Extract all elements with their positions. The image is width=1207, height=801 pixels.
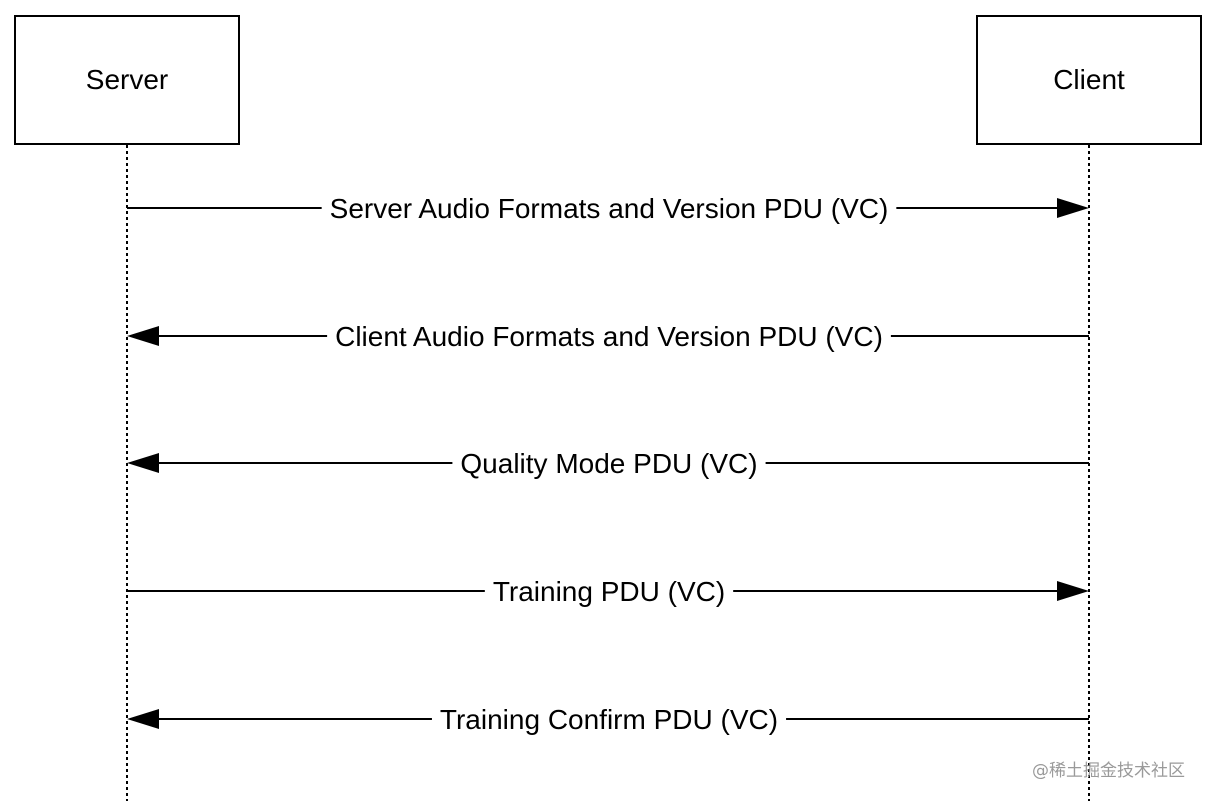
arrowhead-icon [127,453,159,473]
arrowhead-icon [1057,581,1089,601]
participant-box-server [14,15,240,145]
participant-label-server: Server [86,64,168,95]
message-label: Training PDU (VC) [493,576,725,607]
message-label: Training Confirm PDU (VC) [440,704,778,735]
messages-group: Server Audio Formats and Version PDU (VC… [127,193,1089,735]
watermark-text: @稀土掘金技术社区 [1032,761,1185,781]
participant-box-client [976,15,1202,145]
arrowhead-icon [127,709,159,729]
message-label: Client Audio Formats and Version PDU (VC… [335,321,883,352]
participant-label-client: Client [1053,64,1125,95]
participant-client: Client [976,15,1202,145]
arrowhead-icon [1057,198,1089,218]
participant-server: Server [14,15,240,145]
message-label: Server Audio Formats and Version PDU (VC… [330,193,889,224]
message-label: Quality Mode PDU (VC) [460,448,757,479]
arrowhead-icon [127,326,159,346]
